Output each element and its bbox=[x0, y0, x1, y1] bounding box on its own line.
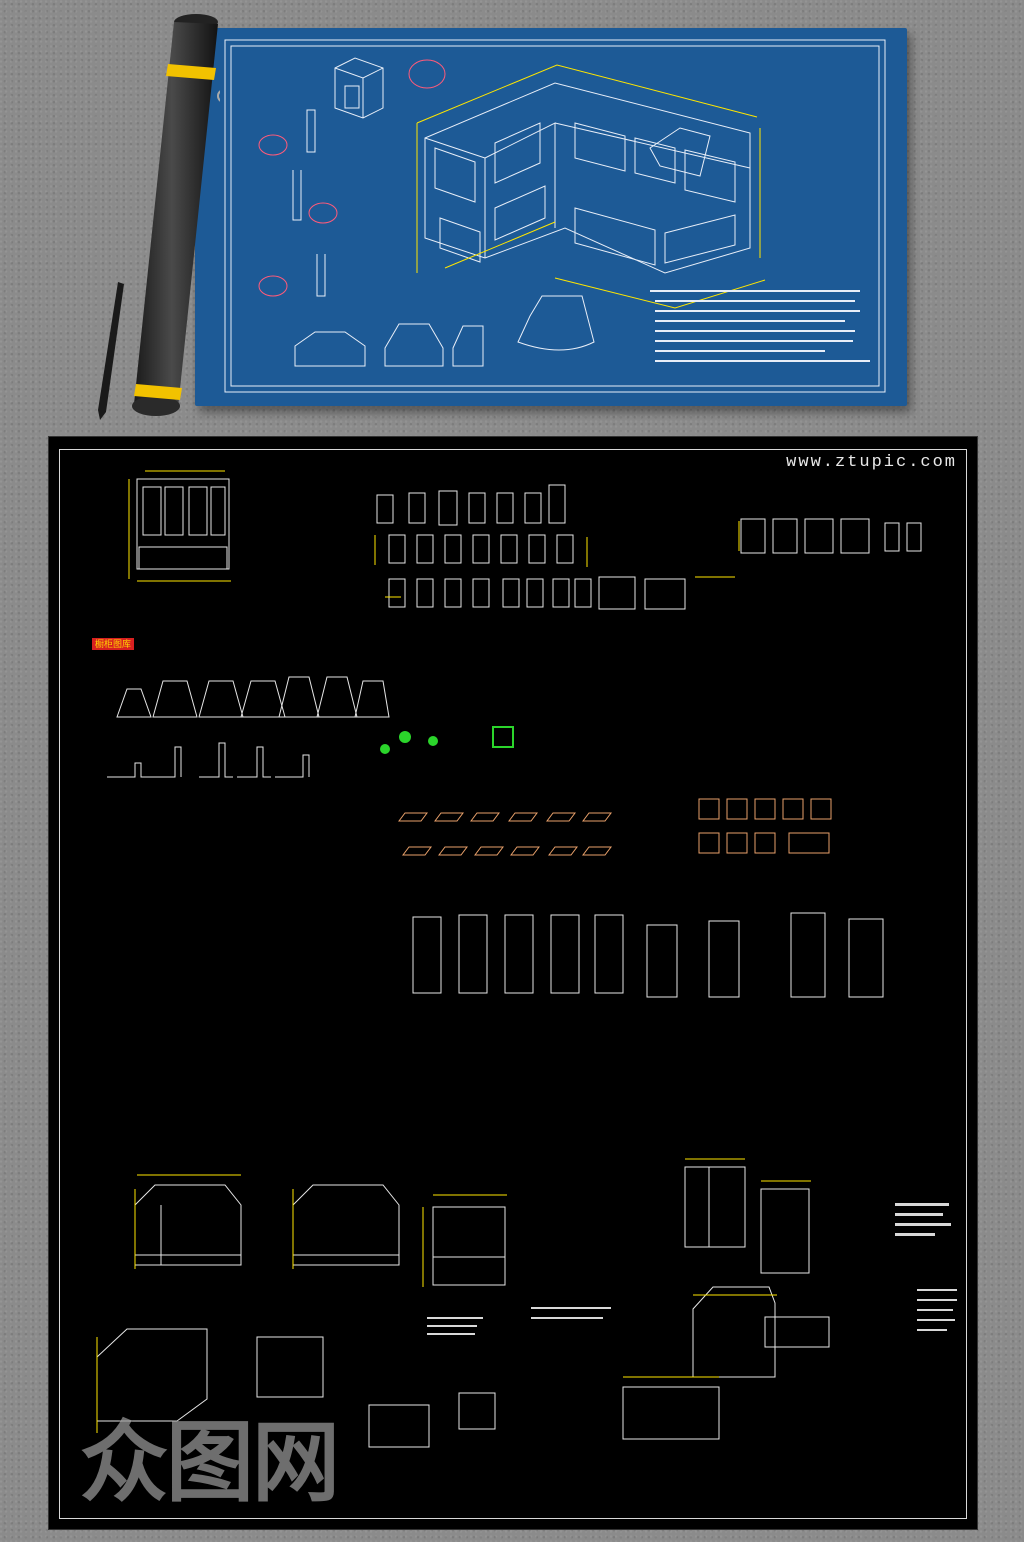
blueprint-drawing bbox=[224, 39, 886, 393]
watermark-text: 众图网 bbox=[80, 1411, 340, 1514]
blueprint-poster bbox=[195, 28, 907, 406]
cad-sheet: www.ztupic.com bbox=[48, 436, 978, 1530]
pen-icon bbox=[98, 282, 124, 420]
poster-roll-icon bbox=[132, 14, 220, 416]
cad-frame bbox=[59, 449, 967, 1519]
red-title-label: 橱柜图库 bbox=[92, 638, 135, 650]
site-url: www.ztupic.com bbox=[786, 453, 957, 472]
cad-drawing bbox=[96, 470, 957, 1448]
